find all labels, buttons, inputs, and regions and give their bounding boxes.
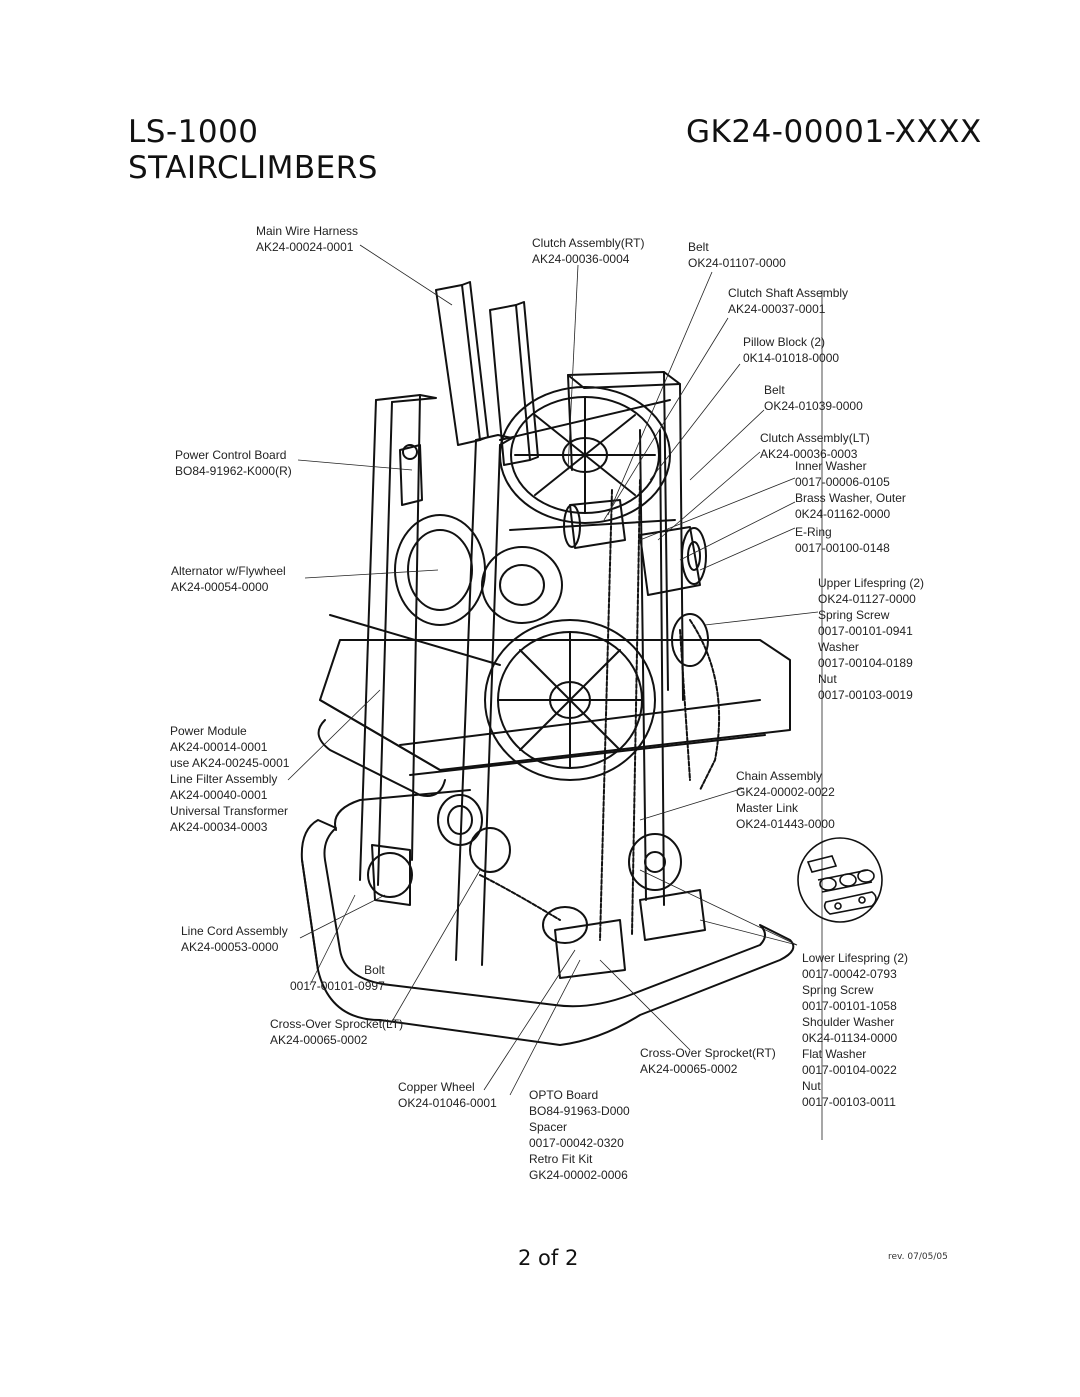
pulley-wheels xyxy=(484,386,676,781)
label-cross-over-sprocket-rt: Cross-Over Sprocket(RT)AK24-00065-0002 xyxy=(640,1046,776,1076)
cross-bars xyxy=(317,614,791,846)
label-lower-lifespring: Lower Lifespring (2)0017-00042-0793 Spri… xyxy=(802,951,909,1109)
power-control-board xyxy=(399,444,423,506)
label-clutch-assembly-rt: Clutch Assembly(RT)AK24-00036-0004 xyxy=(532,236,645,266)
kit-number: GK24-00001-XXXX xyxy=(686,114,982,150)
chains-sprockets xyxy=(479,479,721,941)
label-clutch-assembly-lt: Clutch Assembly(LT)AK24-00036-0003 xyxy=(760,431,870,461)
model-title: LS-1000 xyxy=(128,114,259,150)
revision-date: rev. 07/05/05 xyxy=(888,1252,948,1262)
product-title: STAIRCLIMBERS xyxy=(128,150,378,186)
master-link-inset xyxy=(797,837,883,923)
base-plate xyxy=(300,789,795,1046)
label-upper-lifespring: Upper Lifespring (2)OK24-01127-0000 Spri… xyxy=(818,576,925,702)
label-cross-over-sprocket-lt: Cross-Over Sprocket(LT)AK24-00065-0002 xyxy=(270,1017,404,1047)
lower-sprockets xyxy=(367,827,706,979)
page-number: 2 of 2 xyxy=(518,1246,579,1270)
label-pillow-block: Pillow Block (2)0K14-01018-0000 xyxy=(743,335,840,365)
alternator xyxy=(394,514,563,626)
